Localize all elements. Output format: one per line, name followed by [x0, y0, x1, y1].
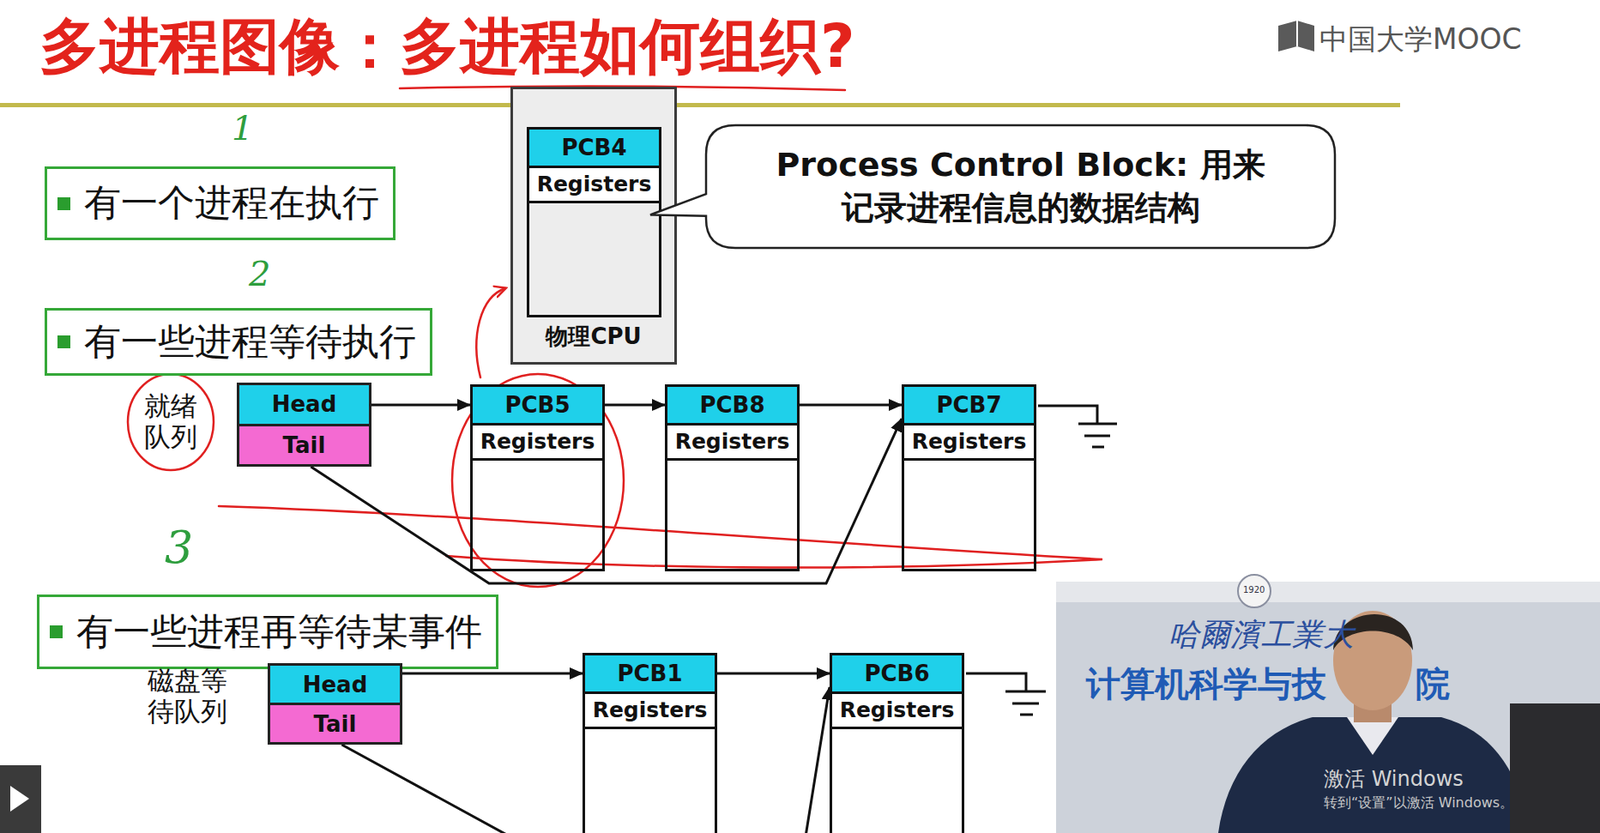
pcb-box: PCB6Registers	[829, 652, 965, 833]
queue-tail: Tail	[239, 426, 369, 465]
slide-title: 多进程图像：多进程如何组织?	[39, 12, 856, 82]
queue-header: HeadTail	[267, 663, 403, 745]
cpu-box: 物理CPUPCB4Registers	[510, 86, 677, 365]
queue-name: 就绪队列	[144, 391, 198, 453]
callout-number: 2	[248, 253, 271, 294]
cpu-label: 物理CPU	[513, 321, 675, 352]
queue-head: Head	[239, 385, 369, 427]
ground-symbol	[1038, 405, 1117, 447]
pcb-name: PCB1	[585, 655, 715, 695]
callout-bubble: Process Control Block: 用来 记录进程信息的数据结构	[706, 125, 1335, 248]
queue-link	[604, 404, 665, 407]
callout-outline	[706, 125, 1335, 248]
bullet-text: 有一些进程再等待某事件	[76, 609, 483, 655]
pcb-registers: Registers	[472, 425, 603, 461]
bullet-box: 有一些进程再等待某事件	[36, 594, 499, 670]
pcb-registers: Registers	[529, 168, 659, 204]
pcb-name: PCB6	[832, 655, 962, 695]
queue-head: Head	[270, 665, 400, 706]
video-inset	[1056, 574, 1600, 833]
title-rule	[0, 102, 1401, 108]
badge-text: 1920	[1243, 585, 1265, 595]
pcb-box: PCB7Registers	[901, 384, 1037, 572]
watermark: 激活 Windows	[1323, 765, 1464, 793]
callout-number: 1	[231, 108, 254, 148]
callout-shape	[650, 125, 1335, 248]
logo-text: 中国大学MOOC	[1319, 20, 1522, 60]
bullet-text: 有一个进程在执行	[84, 181, 380, 226]
pcb-name: PCB4	[529, 129, 659, 169]
queue-header: HeadTail	[236, 382, 372, 467]
pcb-registers: Registers	[667, 425, 797, 461]
sign-text: 计算机科学与技	[1086, 660, 1327, 708]
play-button	[0, 765, 42, 833]
pcb-registers: Registers	[585, 694, 715, 730]
ground-symbol	[966, 673, 1046, 715]
queue-link	[341, 687, 830, 833]
pcb-name: PCB5	[472, 386, 603, 426]
pcb-name: PCB8	[667, 386, 797, 426]
bullet-text: 有一些进程等待执行	[84, 320, 417, 365]
bullet-box: 有一些进程等待执行	[44, 307, 433, 376]
pcb-box: PCB1Registers	[582, 652, 718, 833]
queue-link	[402, 672, 583, 676]
logo-icon	[1278, 20, 1315, 52]
sign-text: 院	[1415, 660, 1450, 708]
bullet-square	[57, 335, 71, 349]
bullet-square	[49, 625, 63, 639]
callout-text: Process Control Block: 用来 记录进程信息的数据结构	[763, 144, 1279, 230]
sign-text: 哈爾濱工業大	[1168, 614, 1354, 657]
logo-icon-fold	[1296, 20, 1299, 47]
pcb-box: PCB5Registers	[470, 384, 605, 572]
bullet-square	[57, 197, 71, 211]
queue-link	[310, 418, 902, 584]
pcb-box: PCB8Registers	[664, 384, 800, 572]
pcb-registers: Registers	[904, 425, 1034, 461]
queue-link	[799, 404, 902, 407]
pcb-box: PCB4Registers	[526, 126, 662, 318]
pcb-registers: Registers	[832, 694, 962, 730]
pcb-name: PCB7	[904, 386, 1034, 426]
callout-number: 3	[164, 521, 194, 574]
queue-link	[717, 672, 830, 676]
queue-name: 磁盘等待队列	[147, 665, 228, 727]
watermark: 转到“设置”以激活 Windows。	[1323, 794, 1514, 813]
queue-link	[371, 404, 471, 407]
bullet-box: 有一个进程在执行	[44, 166, 396, 241]
queue-tail: Tail	[270, 705, 400, 743]
